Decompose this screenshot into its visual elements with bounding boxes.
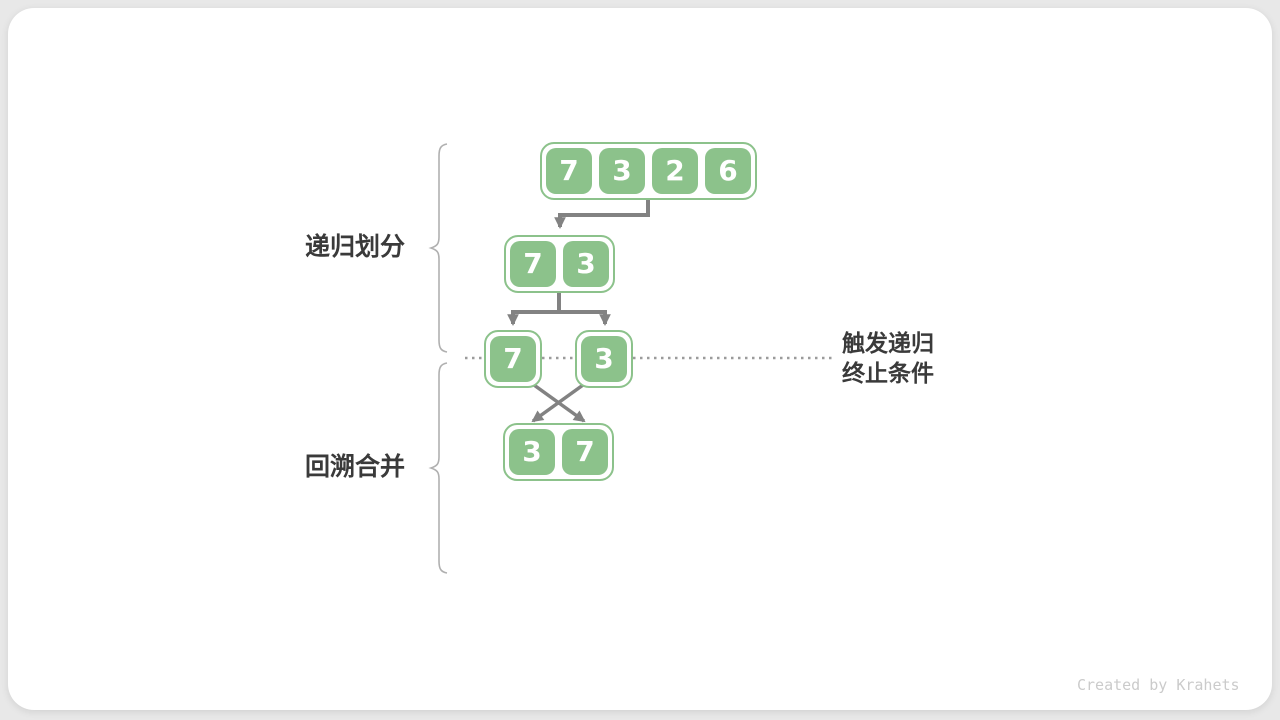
array-cell: 3 bbox=[581, 336, 627, 382]
label-termination-line2: 终止条件 bbox=[842, 361, 934, 387]
label-backtrack-merge: 回溯合并 bbox=[304, 452, 405, 481]
brace-divide bbox=[428, 143, 448, 353]
array-cell: 3 bbox=[563, 241, 609, 287]
arrow-merge-cross-right bbox=[531, 378, 592, 423]
array-cell: 3 bbox=[509, 429, 555, 475]
brace-merge bbox=[428, 362, 448, 574]
array-level2: 7 3 bbox=[504, 235, 615, 293]
array-cell: 7 bbox=[510, 241, 556, 287]
array-level4: 3 7 bbox=[503, 423, 614, 481]
watermark-credit: Created by Krahets bbox=[1077, 676, 1240, 694]
array-cell: 7 bbox=[490, 336, 536, 382]
array-level1: 7 3 2 6 bbox=[540, 142, 757, 200]
arrow-merge-cross-left bbox=[525, 378, 586, 423]
label-recursive-divide: 递归划分 bbox=[304, 232, 405, 261]
label-termination-line1: 触发递归 bbox=[842, 331, 934, 357]
label-termination-condition: 触发递归 终止条件 bbox=[842, 329, 934, 389]
arrow-divide-level1 bbox=[554, 200, 650, 229]
array-cell: 6 bbox=[705, 148, 751, 194]
array-cell: 2 bbox=[652, 148, 698, 194]
array-cell: 3 bbox=[599, 148, 645, 194]
array-level3-right: 3 bbox=[575, 330, 633, 388]
array-level3-left: 7 bbox=[484, 330, 542, 388]
array-cell: 7 bbox=[546, 148, 592, 194]
array-cell: 7 bbox=[562, 429, 608, 475]
